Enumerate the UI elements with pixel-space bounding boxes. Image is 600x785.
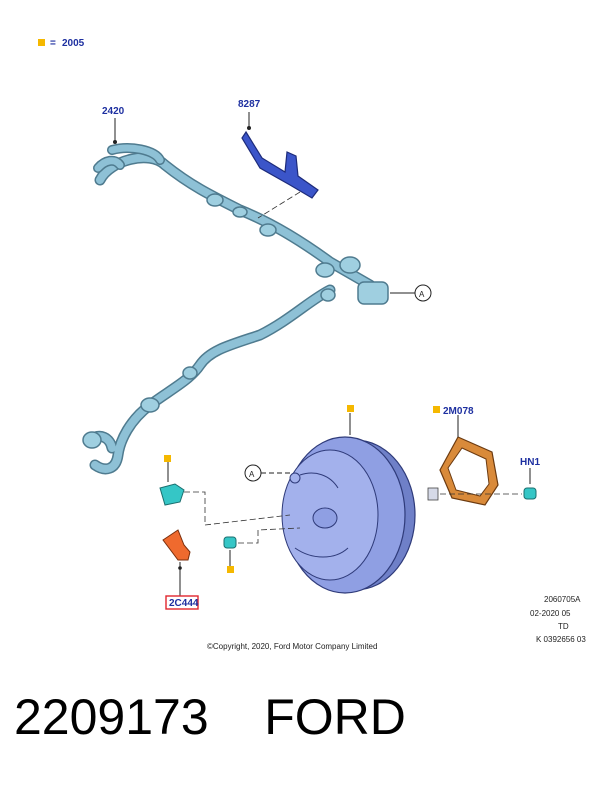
grommet [223,536,237,549]
callout-a-lower: A [249,470,255,479]
label-bracket-8287: 8287 [238,99,261,110]
label-nut-hn1: HN1 [520,457,540,468]
ref-line-4: K 0392656 03 [536,635,586,644]
check-valve [159,483,185,506]
nut-hn1 [523,487,537,500]
hose-bracket [241,130,319,199]
vacuum-sensor [162,529,191,561]
ref-line-2: 02-2020 05 [530,609,571,618]
brake-booster [281,436,439,594]
legend-text: 2005 [62,38,85,49]
ref-line-3: TD [558,622,569,631]
legend-equals: = [50,38,56,49]
callout-a-upper: A [419,290,425,299]
label-sensor-2c444: 2C444 [169,598,199,609]
booster-gasket [439,436,499,506]
vacuum-hose [82,143,389,475]
part-number-title: 2209173 FORD [14,689,406,745]
ref-line-1: 2060705A [544,595,581,604]
parts-diagram: = 2005 2420 8287 A [38,38,586,651]
label-gasket-2m078: 2M078 [443,406,474,417]
label-hose-2420: 2420 [102,106,125,117]
copyright: ©Copyright, 2020, Ford Motor Company Lim… [207,642,377,651]
legend-marker [38,39,45,46]
